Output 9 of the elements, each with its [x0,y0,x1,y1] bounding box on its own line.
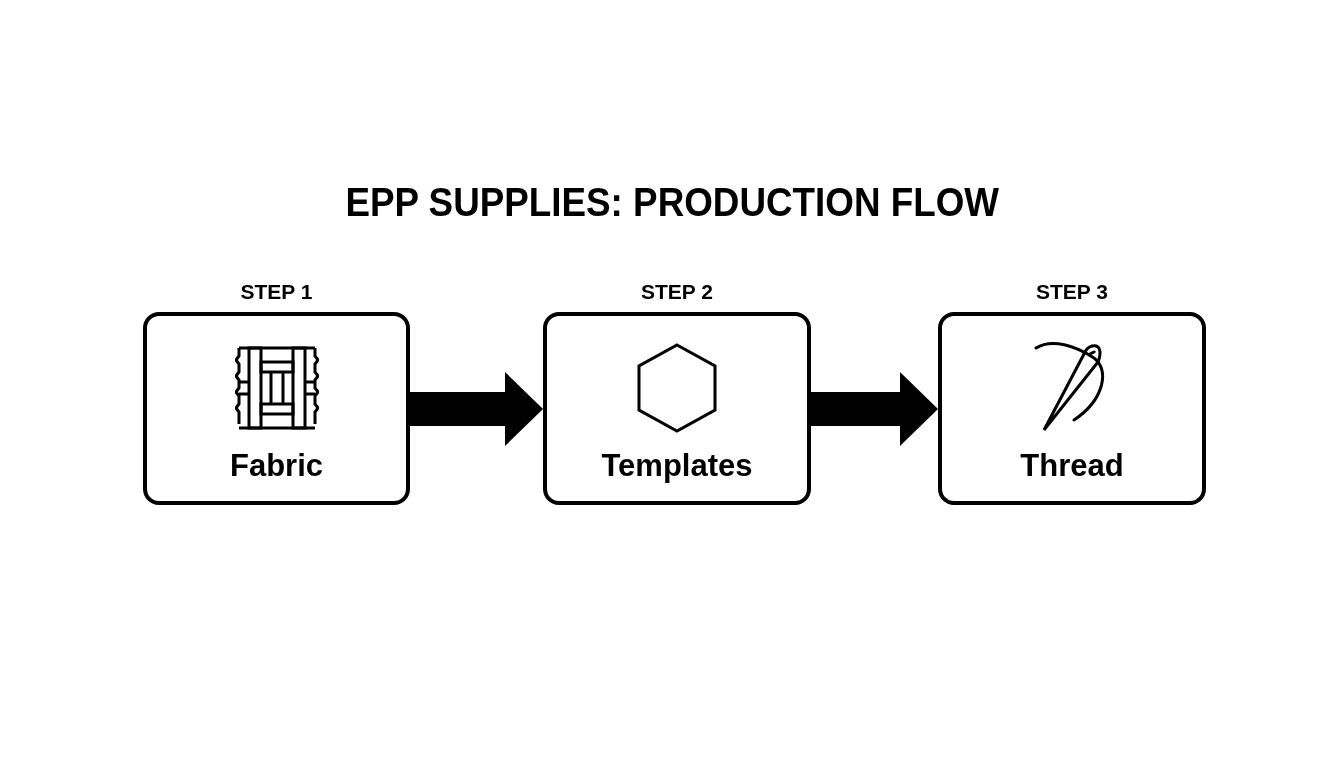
step-heading: STEP 1 [240,280,313,304]
step-label: Thread [1020,448,1124,484]
step-label: Fabric [230,448,323,484]
block-arrow [811,372,938,446]
block-arrow [410,372,543,446]
diagram-title: EPP SUPPLIES: PRODUCTION FLOW [344,180,1000,225]
step-heading: STEP 2 [641,280,713,304]
step-label: Templates [601,448,753,484]
step-heading: STEP 3 [1036,280,1108,304]
